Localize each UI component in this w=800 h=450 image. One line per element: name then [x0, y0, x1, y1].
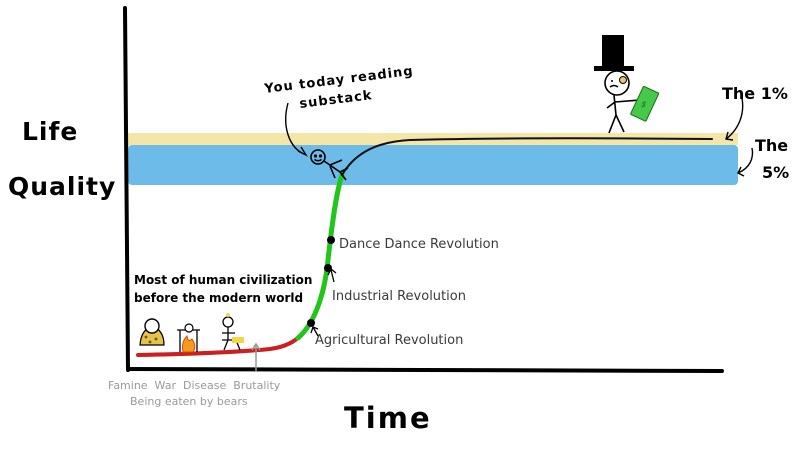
you-arrow	[285, 102, 308, 157]
campfire-icon	[177, 323, 200, 353]
pre-modern-curve	[136, 332, 304, 357]
five-percent-label-line1: The	[755, 136, 788, 155]
dance-revolution-label: Dance Dance Revolution	[339, 237, 499, 252]
agricultural-revolution-label: Agricultural Revolution	[315, 333, 463, 348]
x-axis	[126, 367, 724, 373]
civilization-label-line2: before the modern world	[134, 291, 303, 305]
growth-curve	[295, 172, 345, 341]
agricultural-revolution-dot	[307, 319, 315, 327]
modern-curve	[341, 137, 713, 176]
one-percent-label: The 1%	[722, 84, 788, 103]
hardship-arrow	[251, 342, 261, 371]
sick-person-icon	[222, 313, 244, 351]
civilization-label-line1: Most of human civilization	[134, 273, 312, 287]
hardship-label-line2: Being eaten by bears	[130, 395, 248, 408]
five-percent-arrow	[737, 147, 754, 177]
agricultural-arrow	[310, 326, 319, 337]
rich-stick-figure: $	[594, 35, 660, 134]
hardship-label-line1: Famine War Disease Brutality	[108, 379, 281, 392]
y-axis-label-line2: Quality	[8, 172, 116, 201]
x-axis-label: Time	[344, 401, 432, 435]
one-percent-arrow	[725, 97, 744, 141]
you-stick-figure	[310, 149, 349, 181]
you-label-line2: substack	[299, 88, 374, 112]
svg-text:$: $	[640, 99, 648, 109]
industrial-arrow	[327, 267, 337, 283]
caveman-icon	[139, 318, 165, 346]
dance-revolution-dot	[327, 236, 335, 244]
y-axis-label-line1: Life	[22, 117, 78, 146]
five-percent-label-line2: 5%	[762, 163, 789, 182]
industrial-revolution-label: Industrial Revolution	[332, 289, 466, 304]
five-percent-band	[128, 145, 738, 185]
y-axis	[123, 6, 130, 372]
